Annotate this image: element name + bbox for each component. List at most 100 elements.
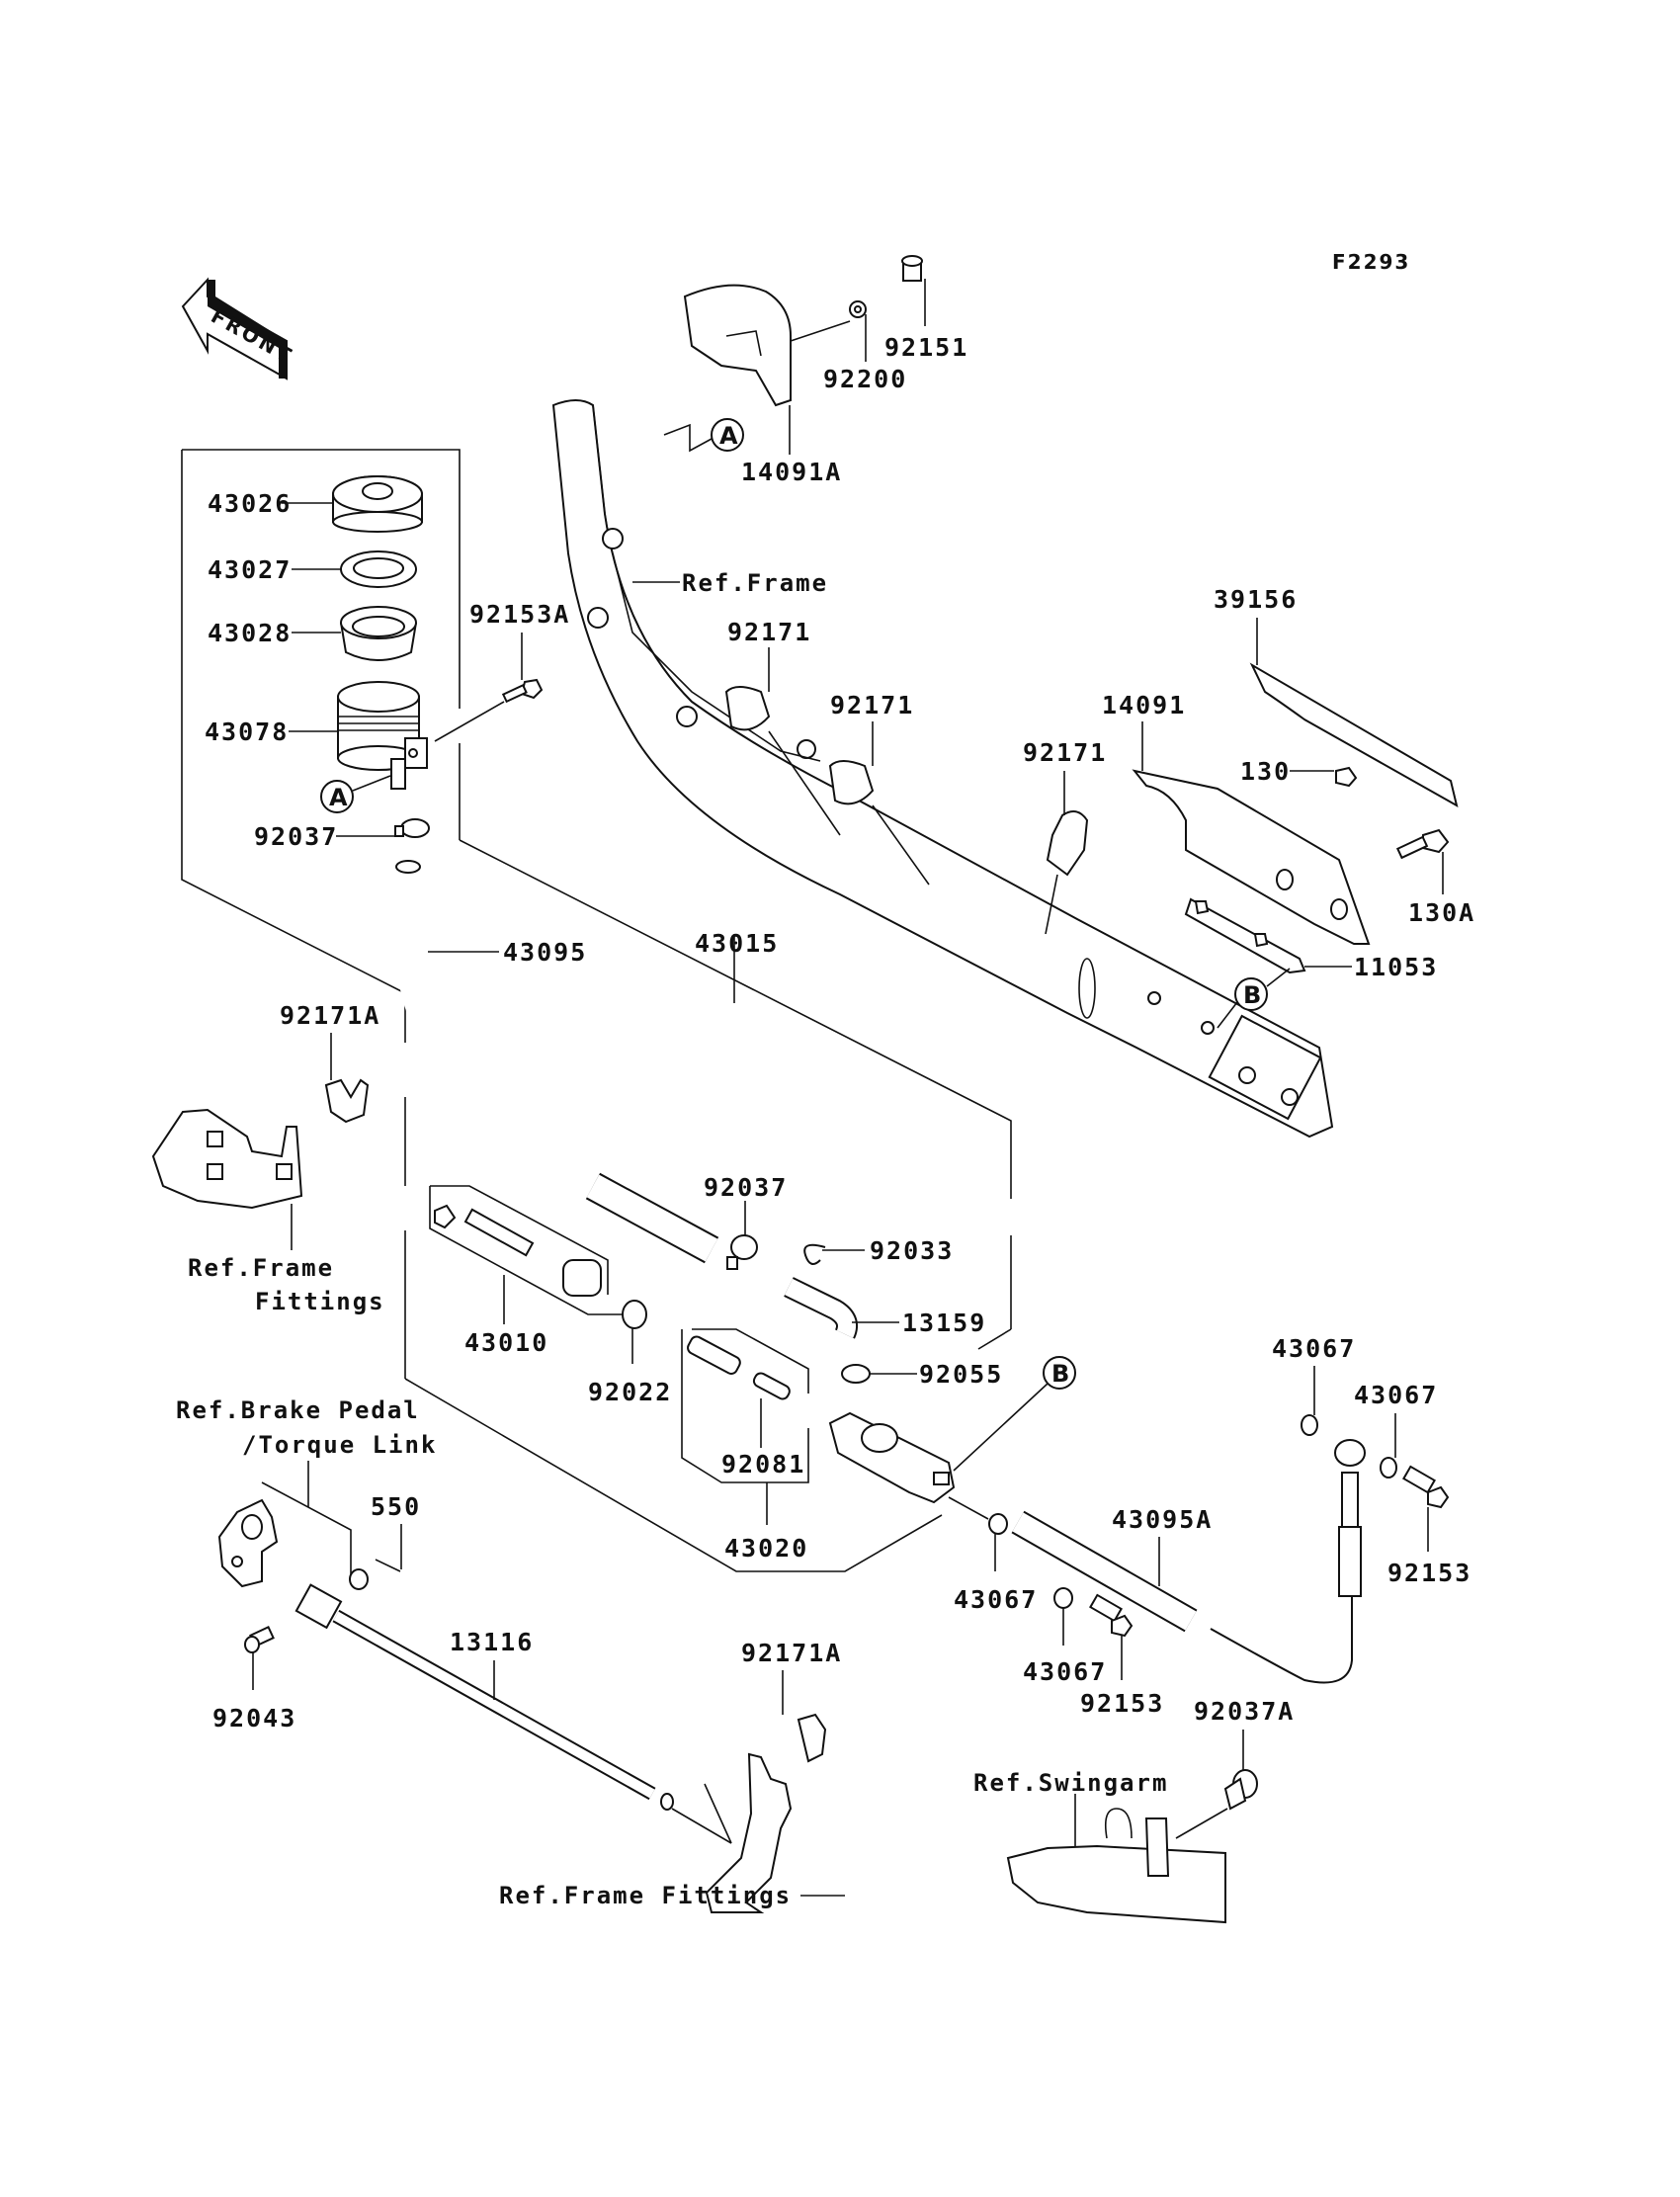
part-label-130[interactable]: 130	[1240, 757, 1291, 786]
part-label-130A[interactable]: 130A	[1408, 898, 1475, 927]
snap-ring-92022	[622, 1300, 647, 1329]
hose-section-middle	[585, 1172, 719, 1264]
reservoir-group-outline	[181, 449, 1012, 1572]
brake-pedal-fitting	[217, 1481, 352, 1588]
ref-swingarm[interactable]: Ref.Swingarm	[973, 1769, 1168, 1797]
part-label-43067-tr2[interactable]: 43067	[1354, 1381, 1438, 1409]
part-label-43067-tr1[interactable]: 43067	[1272, 1334, 1356, 1363]
washer-43067-left	[988, 1513, 1008, 1535]
callout-b-frame-label: B	[1243, 981, 1261, 1009]
part-label-92171A-left[interactable]: 92171A	[280, 1001, 380, 1030]
part-label-14091[interactable]: 14091	[1102, 691, 1186, 719]
washer-43067-top-right-2	[1380, 1457, 1397, 1479]
clamp-92171-c	[1046, 810, 1089, 877]
diagram-code: F2293	[1332, 250, 1410, 274]
banjo-bolt-92153-right	[1402, 1465, 1450, 1509]
part-label-92171-c[interactable]: 92171	[1023, 738, 1107, 767]
part-label-43078[interactable]: 43078	[205, 718, 289, 746]
push-rod-13116	[294, 1583, 732, 1844]
front-arrow-icon: FRONT	[181, 277, 297, 380]
ref-brake-pedal-1[interactable]: Ref.Brake Pedal	[176, 1396, 420, 1424]
circlip-92033	[803, 1243, 826, 1265]
part-label-92033[interactable]: 92033	[870, 1236, 954, 1265]
clamp-92171-a	[724, 686, 771, 731]
part-label-43026[interactable]: 43026	[208, 489, 292, 518]
ref-frame-fittings-left-2[interactable]: Fittings	[255, 1288, 385, 1315]
part-label-13159[interactable]: 13159	[902, 1309, 986, 1337]
ref-frame-fittings-left-1[interactable]: Ref.Frame	[188, 1254, 334, 1282]
plate-39156	[1249, 662, 1459, 808]
part-label-11053[interactable]: 11053	[1354, 953, 1438, 981]
frame-fitting-bottom	[705, 1713, 827, 1913]
part-label-92055[interactable]: 92055	[919, 1360, 1003, 1389]
bolt-130	[1335, 766, 1358, 788]
cover-14091A	[683, 284, 792, 407]
part-label-43020[interactable]: 43020	[724, 1534, 808, 1563]
part-label-550[interactable]: 550	[371, 1492, 421, 1521]
cotter-pin-550	[375, 1559, 401, 1572]
ref-brake-pedal-2[interactable]: /Torque Link	[242, 1431, 437, 1459]
diaphragm-43028	[340, 606, 417, 661]
part-label-92037-mid[interactable]: 92037	[704, 1173, 788, 1202]
frame-fitting-left	[151, 1108, 303, 1210]
bolt-130A	[1395, 828, 1450, 860]
plate-11053	[1184, 897, 1306, 974]
part-label-43010[interactable]: 43010	[464, 1328, 548, 1357]
part-label-92200[interactable]: 92200	[823, 365, 907, 393]
callout-b-frame	[1234, 977, 1268, 1011]
clamp-92171A-left	[324, 1078, 370, 1124]
reservoir-cap-43026	[332, 475, 423, 533]
part-label-43027[interactable]: 43027	[208, 555, 292, 584]
part-label-92081[interactable]: 92081	[721, 1450, 805, 1479]
callout-b-cylinder-label: B	[1051, 1360, 1069, 1388]
part-label-92153-mid[interactable]: 92153	[1080, 1689, 1164, 1718]
reservoir-hose-43095	[394, 860, 708, 1267]
part-label-92153A[interactable]: 92153A	[469, 600, 570, 629]
part-label-43067-bottom[interactable]: 43067	[1023, 1657, 1107, 1686]
frame-rail	[551, 399, 1334, 1139]
part-label-13116[interactable]: 13116	[450, 1628, 534, 1656]
piston-set-43020	[681, 1328, 809, 1483]
part-label-43028[interactable]: 43028	[208, 619, 292, 647]
callout-b-cylinder	[1043, 1356, 1076, 1390]
part-label-39156[interactable]: 39156	[1214, 585, 1298, 614]
clip-92037A	[1223, 1769, 1258, 1811]
bolt-92151	[901, 255, 923, 282]
part-label-43067-left[interactable]: 43067	[954, 1585, 1038, 1614]
part-label-92022[interactable]: 92022	[588, 1378, 672, 1406]
part-label-92171-a[interactable]: 92171	[727, 618, 811, 646]
clamp-92171-b	[828, 760, 875, 805]
o-ring-92055	[841, 1364, 871, 1384]
part-label-92151[interactable]: 92151	[884, 333, 968, 362]
hose-joint-13159	[784, 1277, 858, 1339]
part-label-92043[interactable]: 92043	[212, 1704, 296, 1732]
piston-assembly-43010	[429, 1185, 623, 1315]
part-label-92037-top[interactable]: 92037	[254, 822, 338, 851]
part-label-43095A[interactable]: 43095A	[1112, 1505, 1213, 1534]
callout-a-reservoir	[320, 780, 354, 813]
part-label-92171-b[interactable]: 92171	[830, 691, 914, 719]
washer-43067-top-right-1	[1301, 1414, 1318, 1436]
swingarm	[1006, 1808, 1226, 1924]
callout-a-reservoir-label: A	[329, 784, 348, 811]
part-label-14091A[interactable]: 14091A	[741, 458, 842, 486]
master-cylinder-body	[828, 1411, 956, 1504]
part-label-92037A[interactable]: 92037A	[1194, 1697, 1295, 1726]
ref-frame-top[interactable]: Ref.Frame	[682, 569, 828, 597]
banjo-bolt-92153-mid	[1089, 1593, 1134, 1638]
part-label-92171A-bottom[interactable]: 92171A	[741, 1639, 842, 1667]
reservoir-tank-43078	[337, 681, 428, 790]
hose-clamp-92037-mid	[726, 1234, 758, 1270]
brake-hose-43095A	[1011, 1439, 1366, 1684]
part-label-92153-right[interactable]: 92153	[1387, 1559, 1471, 1587]
washer-brake-link	[349, 1568, 369, 1590]
bolt-92153A	[501, 678, 544, 704]
clamp-92171A-bottom	[797, 1713, 827, 1763]
part-label-43015[interactable]: 43015	[695, 929, 779, 958]
ref-frame-fittings-bottom[interactable]: Ref.Frame Fittings	[499, 1882, 792, 1909]
part-label-43095[interactable]: 43095	[503, 938, 587, 967]
callout-a-frame-label: A	[719, 422, 738, 450]
bracket-14091	[1132, 769, 1371, 945]
callout-a-frame	[711, 418, 744, 452]
